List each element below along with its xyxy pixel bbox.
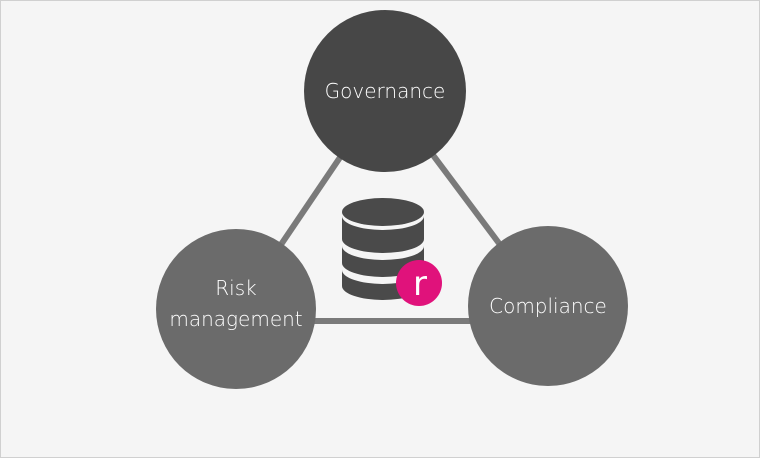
brand-badge-circle [396, 260, 442, 306]
node-risk-management: Risk management [156, 229, 316, 389]
node-governance-circle [304, 10, 466, 172]
brand-badge-letter: r [413, 264, 427, 304]
node-risk-label-line-2: management [169, 307, 302, 331]
node-governance-label: Governance [325, 79, 446, 103]
node-governance: Governance [304, 10, 466, 172]
node-risk-label-line-1: Risk [215, 276, 256, 300]
node-compliance-label: Compliance [489, 294, 607, 318]
node-compliance: Compliance [468, 226, 628, 386]
node-compliance-circle [468, 226, 628, 386]
brand-r-badge-icon: r [396, 260, 442, 306]
node-risk-circle [156, 229, 316, 389]
